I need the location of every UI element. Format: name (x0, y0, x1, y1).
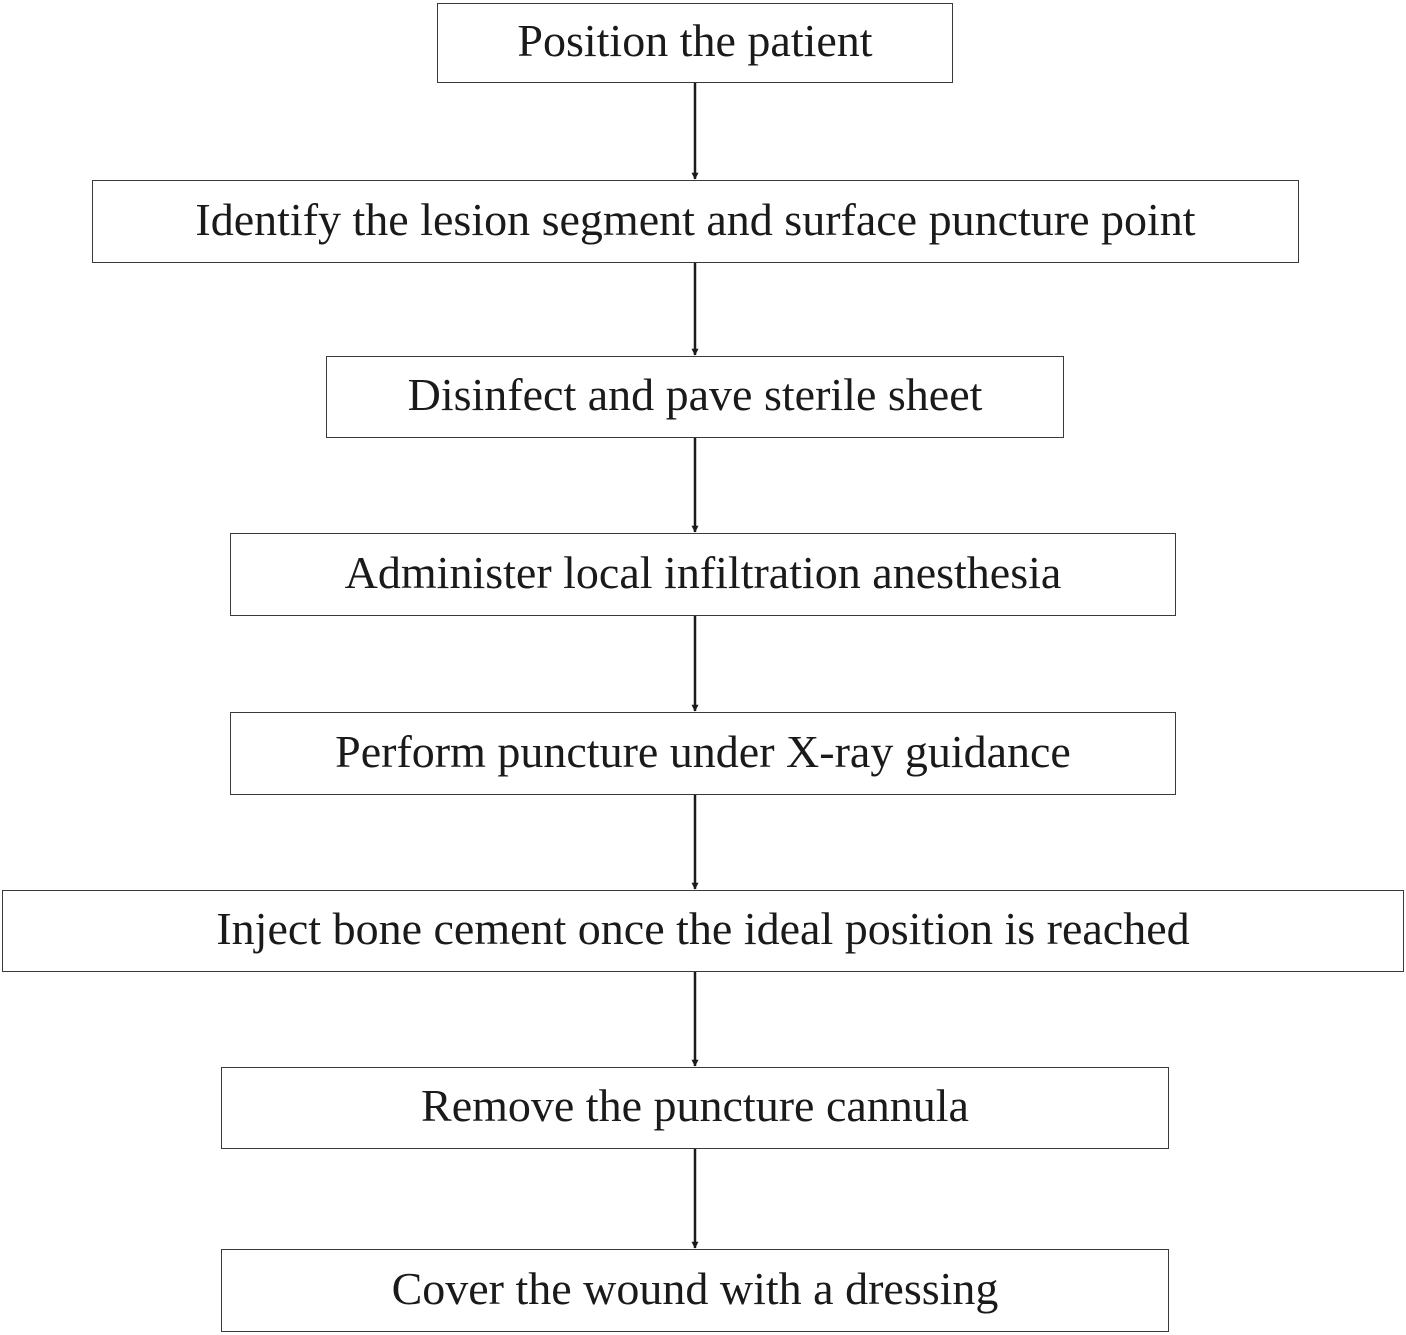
step-inject-cement: Inject bone cement once the ideal positi… (2, 890, 1404, 972)
step-label: Cover the wound with a dressing (391, 1262, 999, 1314)
step-label: Identify the lesion segment and surface … (195, 193, 1196, 245)
step-label: Perform puncture under X-ray guidance (335, 725, 1071, 777)
step-label: Remove the puncture cannula (421, 1080, 969, 1131)
step-position-patient: Position the patient (437, 3, 953, 83)
step-anesthesia: Administer local infiltration anesthesia (230, 533, 1176, 616)
step-dressing: Cover the wound with a dressing (221, 1249, 1169, 1332)
step-label: Administer local infiltration anesthesia (344, 546, 1062, 598)
step-puncture: Perform puncture under X-ray guidance (230, 712, 1176, 795)
step-disinfect: Disinfect and pave sterile sheet (326, 356, 1064, 438)
step-identify-lesion: Identify the lesion segment and surface … (92, 180, 1299, 263)
step-label: Position the patient (517, 15, 873, 66)
step-label: Inject bone cement once the ideal positi… (216, 903, 1190, 954)
step-remove-cannula: Remove the puncture cannula (221, 1067, 1169, 1149)
step-label: Disinfect and pave sterile sheet (407, 369, 983, 420)
